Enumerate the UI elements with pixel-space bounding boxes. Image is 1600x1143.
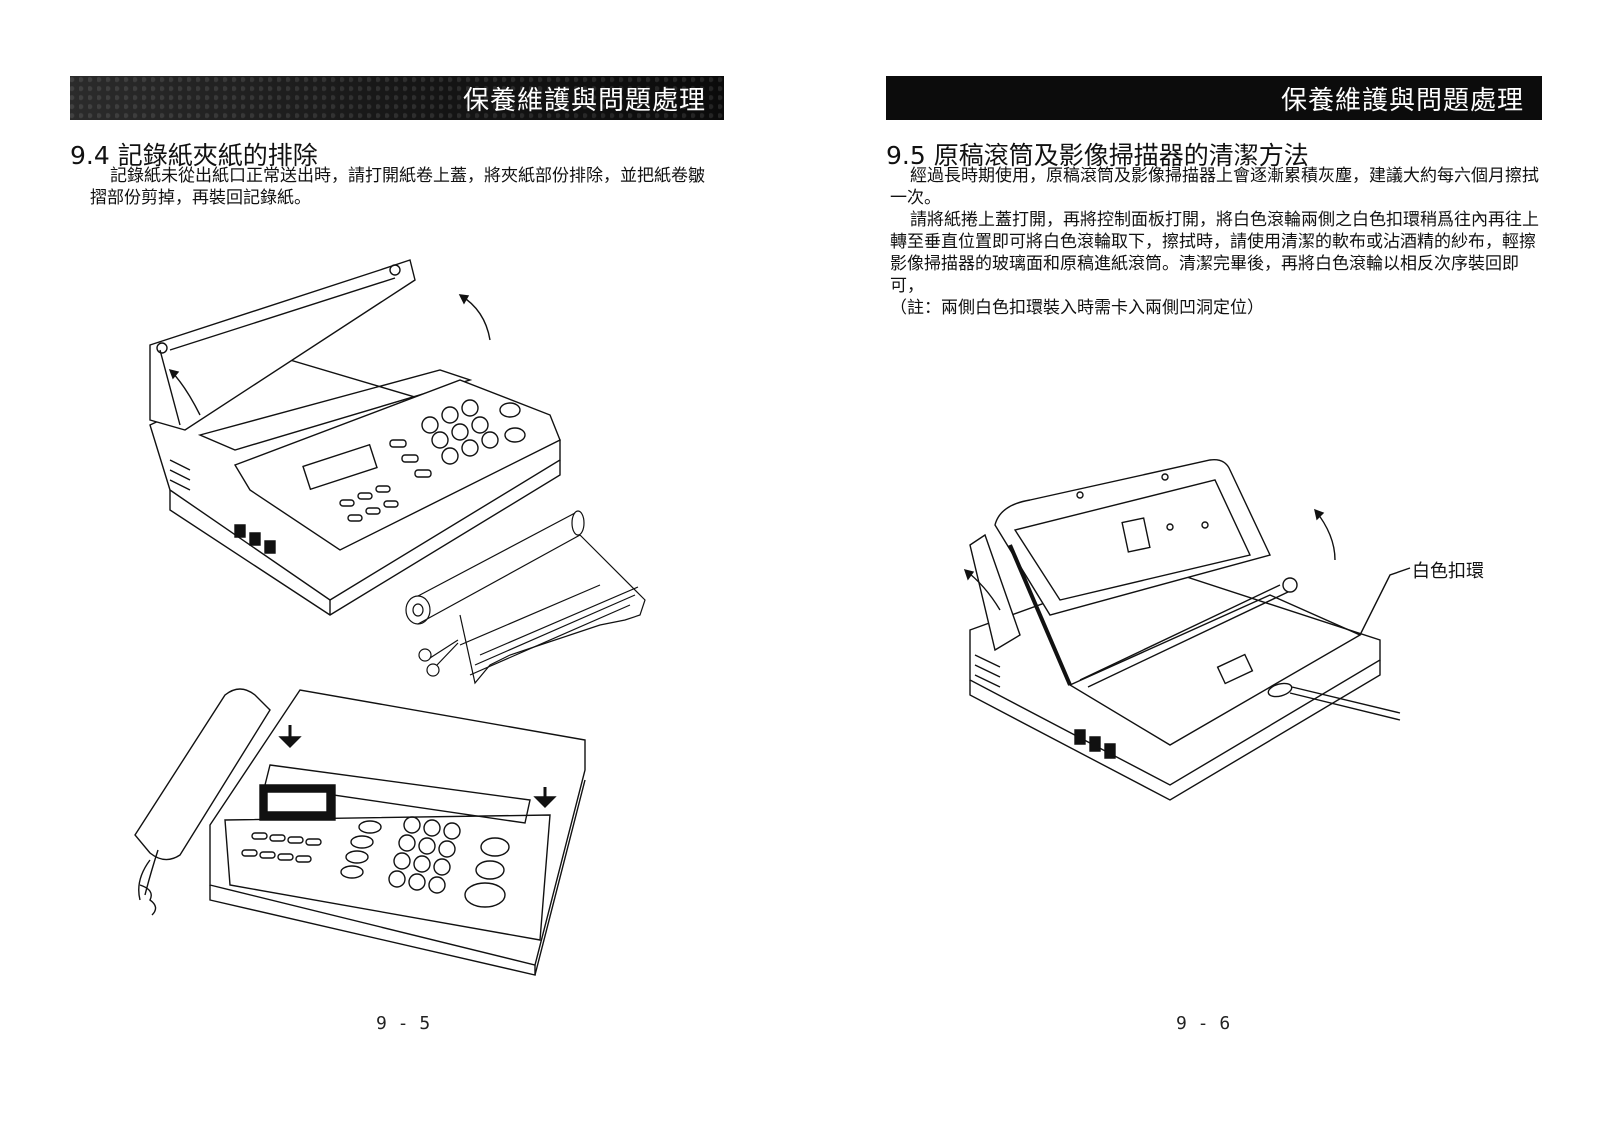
fax-machine-open-control-panel-illustration [940,455,1410,805]
left-page: 保養維護與問題處理 9.4 記錄紙夾紙的排除 記錄紙未從出紙口正常送出時，請打開… [70,76,724,1034]
page-number: 9 - 6 [1176,1013,1231,1034]
section-title: 9.5 原稿滾筒及影像掃描器的清潔方法 [886,141,1309,170]
body-paragraph: 請將紙捲上蓋打開，再將控制面板打開，將白色滾輪兩側之白色扣環稍爲往內再往上轉至垂… [890,210,1539,296]
chapter-banner-text: 保養維護與問題處理 [462,85,706,116]
body-paragraph: 記錄紙未從出紙口正常送出時，請打開紙卷上蓋，將夾紙部份排除，並把紙卷皺摺部份剪掉… [90,166,705,208]
section-body: 經過長時期使用，原稿滾筒及影像掃描器上會逐漸累積灰塵，建議大約每六個月擦拭一次。… [890,165,1540,319]
page-number: 9 - 5 [376,1013,431,1034]
body-paragraph: 經過長時期使用，原稿滾筒及影像掃描器上會逐漸累積灰塵，建議大約每六個月擦拭一次。 [890,166,1539,208]
chapter-banner: 保養維護與問題處理 [886,76,1542,120]
fax-machine-open-cover-illustration [140,250,580,610]
paper-roll-with-scissors-illustration [400,505,650,695]
callout-label: 白色扣環 [1412,561,1484,582]
section-body: 記錄紙未從出紙口正常送出時，請打開紙卷上蓋，將夾紙部份排除，並把紙卷皺摺部份剪掉… [90,165,712,209]
chapter-banner-text: 保養維護與問題處理 [1280,85,1524,116]
right-page: 保養維護與問題處理 9.5 原稿滾筒及影像掃描器的清潔方法 經過長時期使用，原稿… [800,0,1600,1143]
chapter-banner: 保養維護與問題處理 [70,76,724,120]
fax-machine-closed-illustration [130,685,590,975]
body-note: （註：兩側白色扣環裝入時需卡入兩側凹洞定位） [890,298,1264,318]
section-title: 9.4 記錄紙夾紙的排除 [70,141,318,170]
